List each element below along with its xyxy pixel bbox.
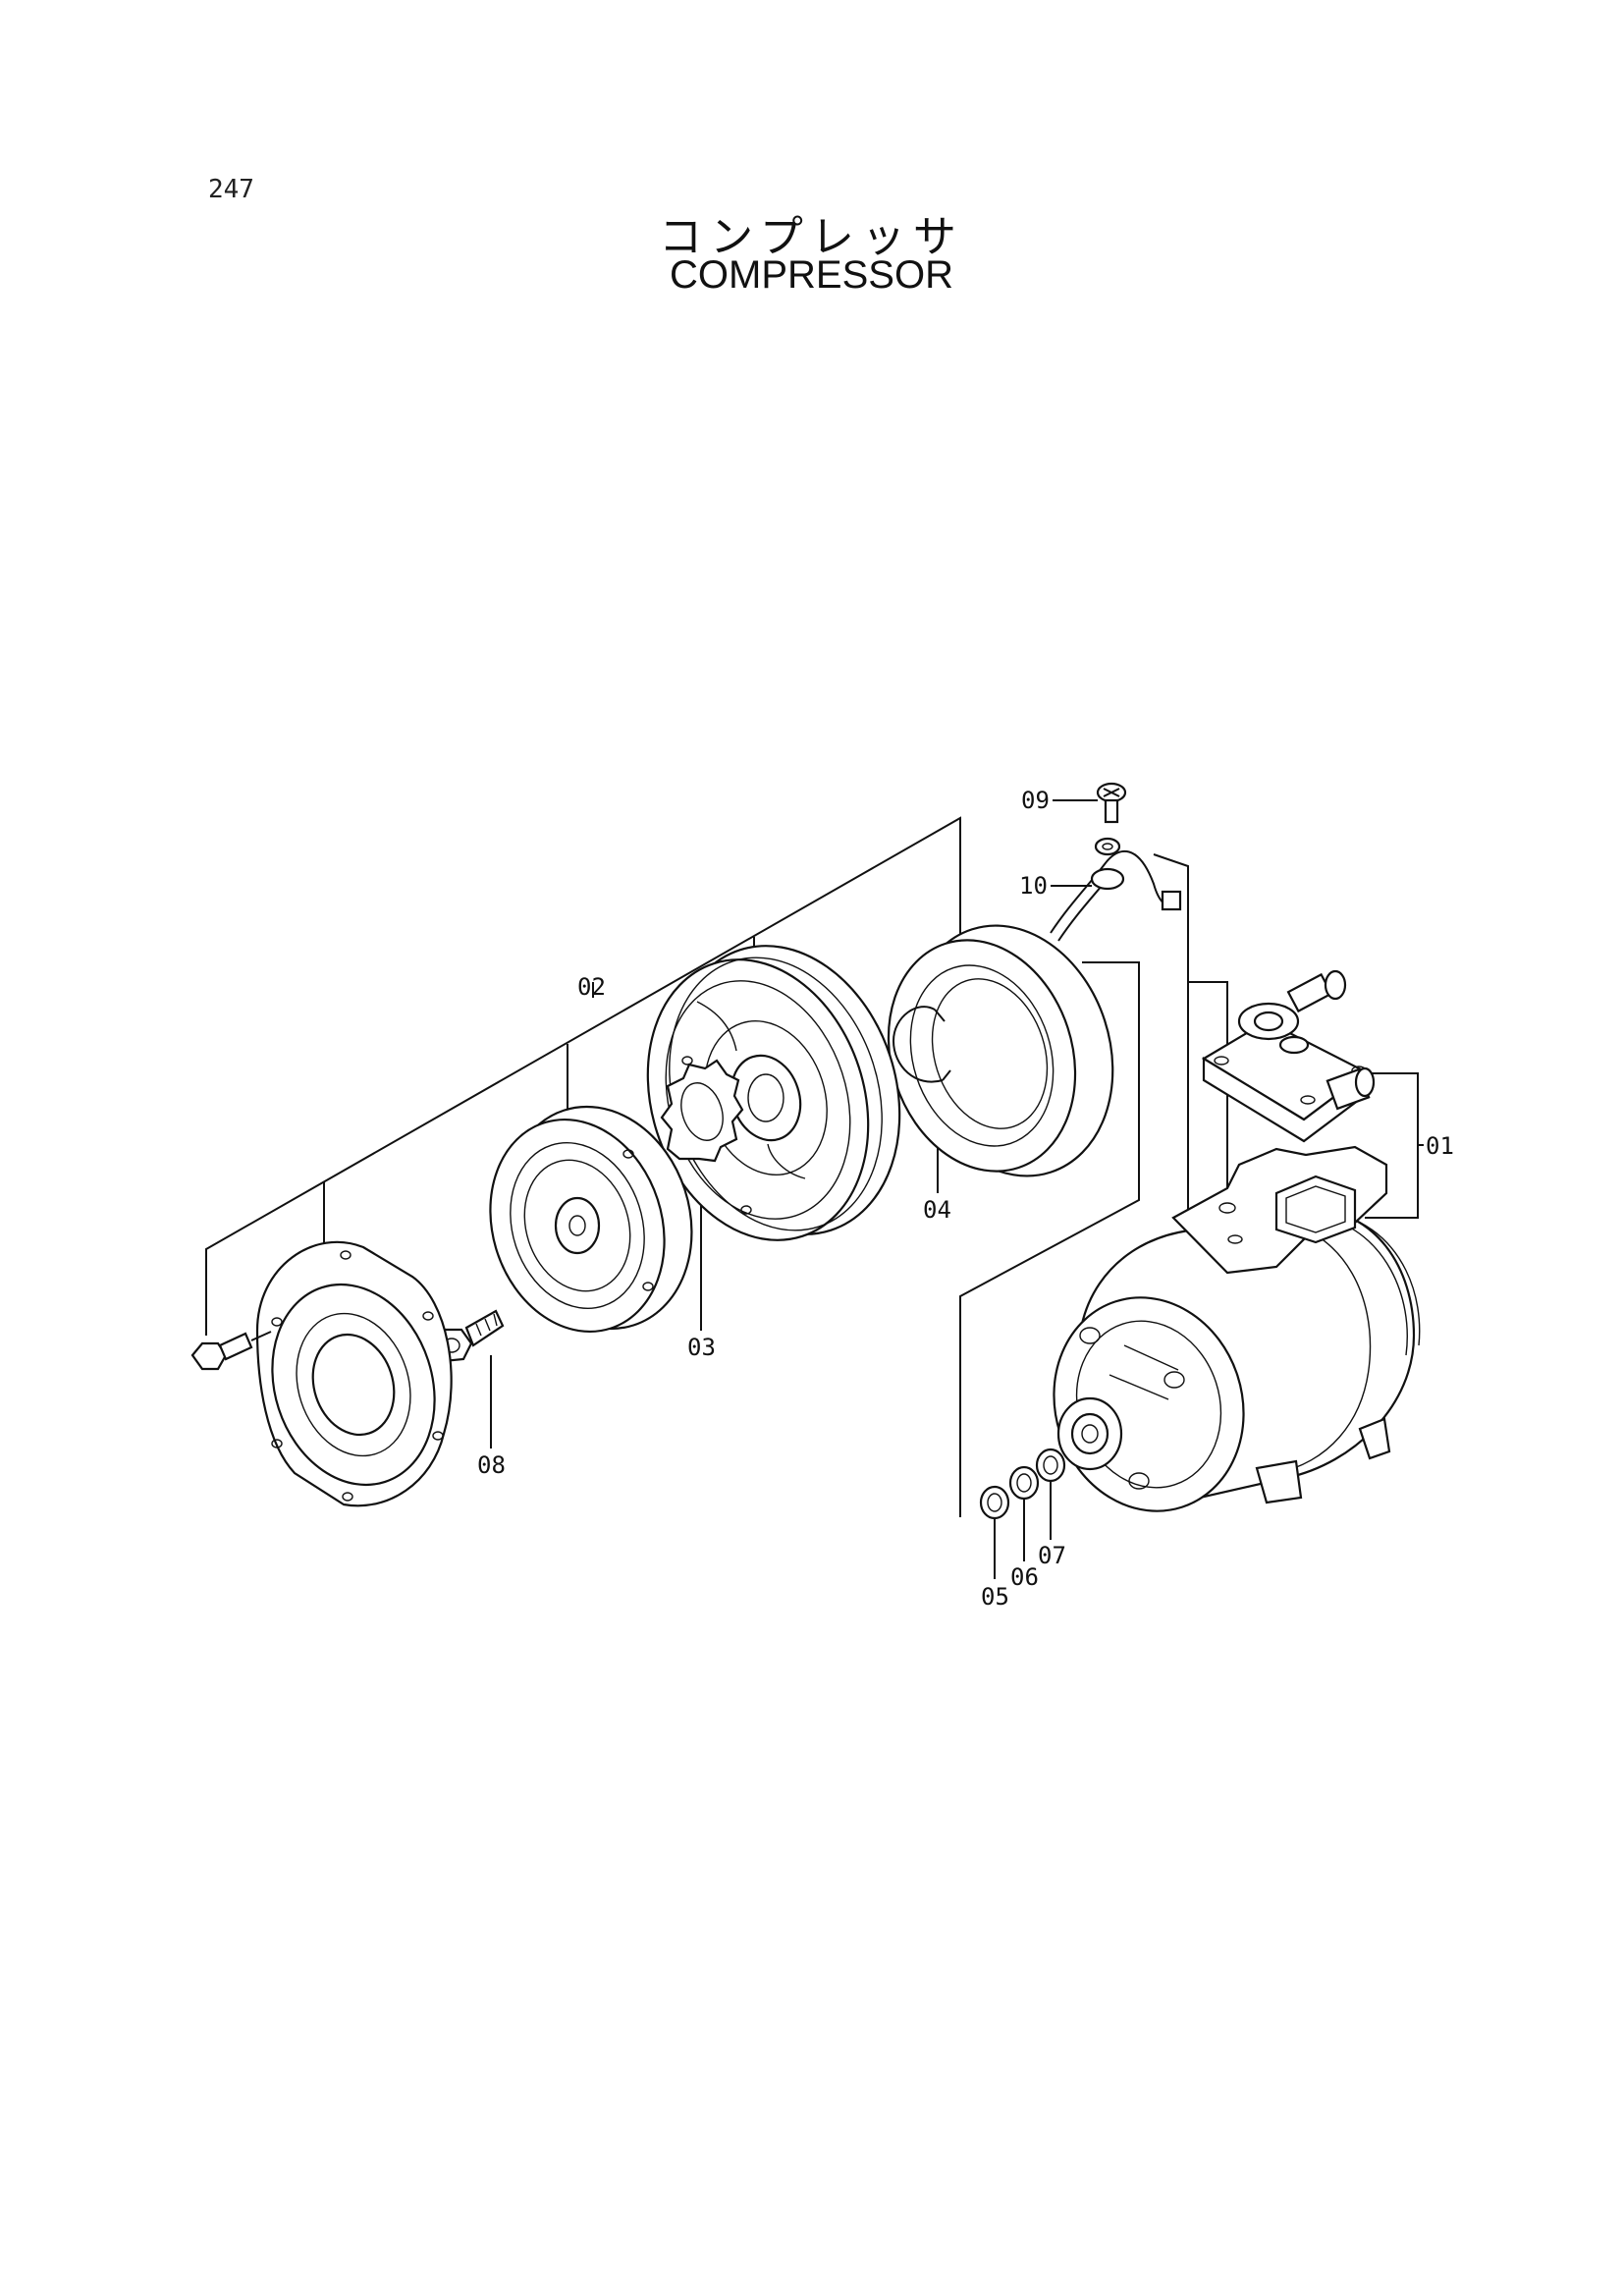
cover-bolt-part [190,1331,272,1371]
title-english: COMPRESSOR [670,253,953,297]
cover-plate-part [255,1240,453,1507]
callout-05: 05 [981,1583,1009,1611]
callout-01: 01 [1426,1132,1454,1160]
compressor-body-part [1053,1145,1421,1512]
callout-02: 02 [577,973,606,1001]
callout-10: 10 [1019,872,1048,900]
shim-part [660,1059,744,1163]
callout-04: 04 [923,1196,951,1224]
field-coil-part [887,837,1182,1177]
page-number: 247 [208,175,254,204]
pulley-part [646,945,901,1241]
washers-part [979,1448,1066,1520]
snap-ring-part [892,1006,951,1083]
hub-plate-part [489,1105,693,1334]
callout-07: 07 [1038,1542,1066,1569]
manifold-block-part [1201,969,1376,1143]
callout-06: 06 [1010,1563,1039,1591]
title-japanese: コンプレッサ [659,212,964,262]
callout-08: 08 [477,1451,506,1479]
callout-03: 03 [687,1334,716,1361]
bolt-09-part [1096,782,1127,824]
callout-09: 09 [1021,787,1050,814]
